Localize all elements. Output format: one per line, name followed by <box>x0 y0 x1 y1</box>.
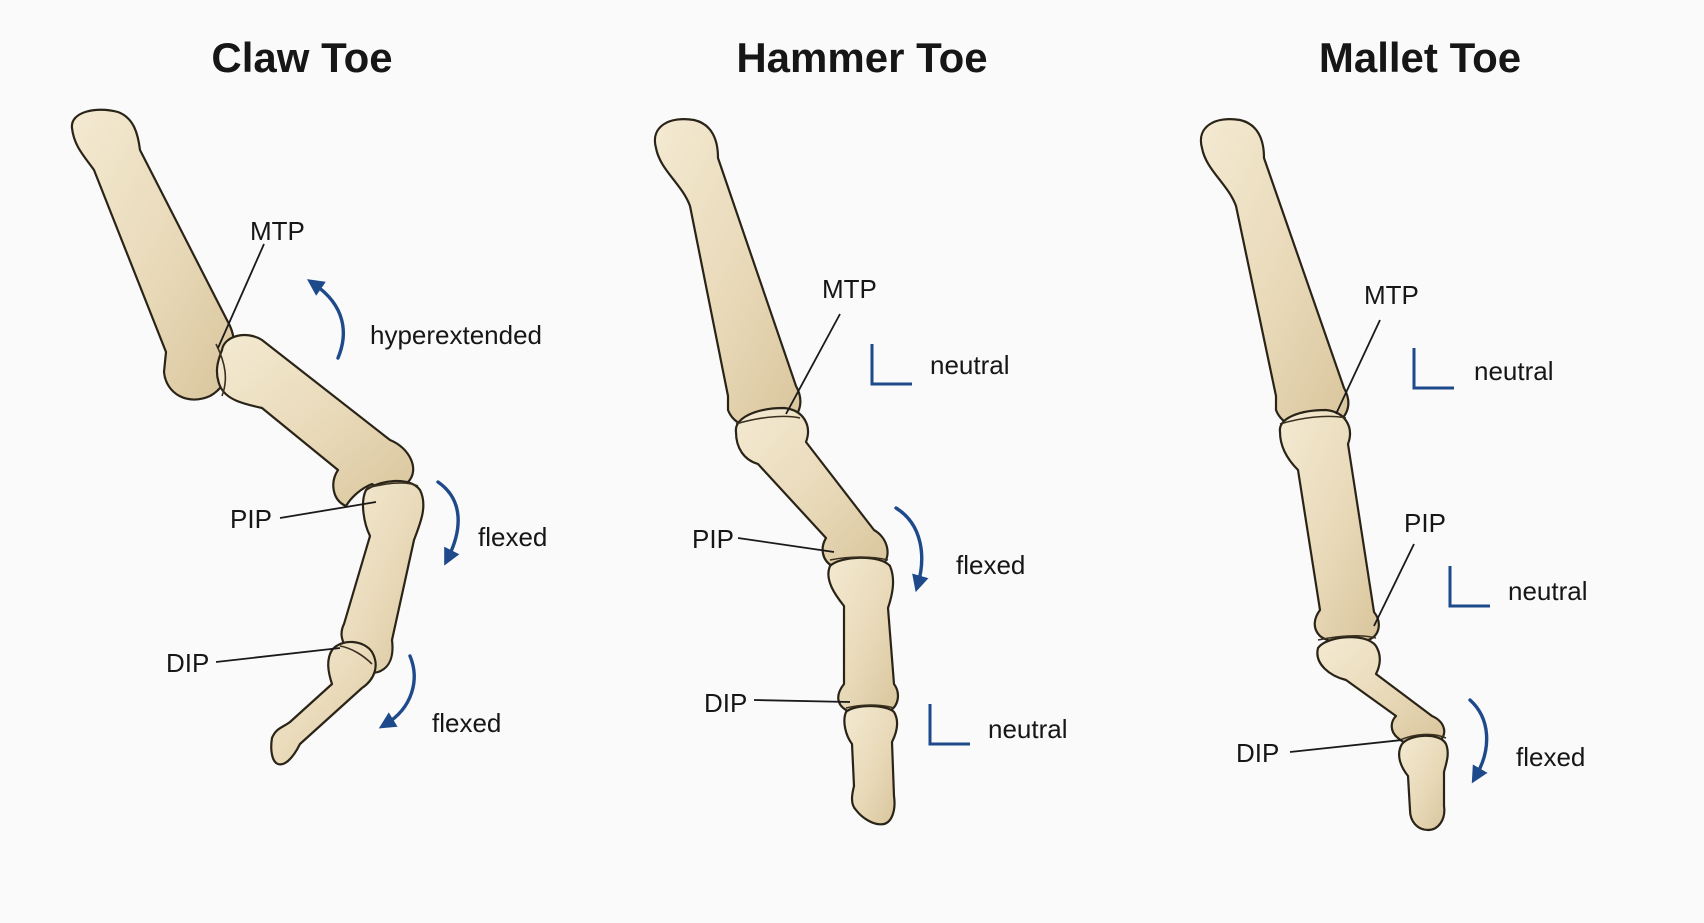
dip-joint-line <box>339 645 373 665</box>
mtp-state-label: neutral <box>930 350 1010 380</box>
mtp-label: MTP <box>822 274 877 304</box>
dip-joint-line <box>845 704 895 709</box>
metatarsal-bone <box>1199 118 1350 431</box>
pip-neutral-angle-icon <box>1448 566 1490 608</box>
dip-state-label: neutral <box>988 714 1068 744</box>
dip-joint-line <box>1399 733 1447 741</box>
middle-phalanx <box>827 556 900 716</box>
proximal-phalanx <box>1278 408 1380 644</box>
mtp-label: MTP <box>250 216 305 246</box>
pip-label: PIP <box>692 524 734 554</box>
panel-claw-toe: Claw Toe MTP PIP DIP hyperextended flexe… <box>70 34 547 766</box>
mtp-joint-line <box>1279 415 1347 425</box>
mtp-neutral-angle-icon <box>870 344 912 386</box>
mtp-leader-line <box>217 243 265 349</box>
mtp-leader-line <box>785 313 841 415</box>
pip-leader-line <box>1373 543 1415 627</box>
panel-mallet-toe: Mallet Toe MTP PIP DIP neutral neutral f… <box>1199 34 1588 832</box>
mtp-neutral-angle-icon <box>1412 348 1454 390</box>
dip-flexion-arrow <box>1468 698 1489 784</box>
dip-label: DIP <box>166 648 209 678</box>
pip-flexion-arrow <box>436 480 460 566</box>
mtp-joint-line <box>215 343 227 397</box>
pip-label: PIP <box>1404 508 1446 538</box>
pip-label: PIP <box>230 504 272 534</box>
metatarsal-bone <box>70 108 236 401</box>
dip-leader-line <box>753 699 851 703</box>
distal-phalanx <box>1398 734 1449 832</box>
mtp-state-label: neutral <box>1474 356 1554 386</box>
panel-title: Hammer Toe <box>736 34 987 81</box>
pip-flexion-arrow <box>894 506 929 593</box>
pip-leader-line <box>737 537 835 553</box>
pip-joint-line <box>829 556 889 561</box>
dip-neutral-angle-icon <box>928 704 970 746</box>
mtp-leader-line <box>1335 319 1381 415</box>
proximal-phalanx <box>215 333 415 508</box>
mtp-state-label: hyperextended <box>370 320 542 350</box>
pip-state-label: flexed <box>956 550 1025 580</box>
dip-label: DIP <box>704 688 747 718</box>
metatarsal-bone <box>653 118 802 431</box>
dip-flexion-arrow <box>378 654 416 729</box>
distal-phalanx <box>270 640 377 766</box>
distal-phalanx <box>843 704 899 826</box>
mtp-label: MTP <box>1364 280 1419 310</box>
mtp-joint-line <box>735 415 801 425</box>
dip-state-label: flexed <box>432 708 501 738</box>
middle-phalanx <box>1316 636 1446 747</box>
pip-joint-line <box>1317 635 1377 641</box>
dip-leader-line <box>1289 739 1403 753</box>
pip-joint-line <box>365 482 419 489</box>
panel-hammer-toe: Hammer Toe MTP PIP DIP neutral flexed ne… <box>653 34 1068 826</box>
mtp-hyperextension-arrow <box>306 279 345 360</box>
middle-phalanx <box>340 479 425 674</box>
pip-state-label: flexed <box>478 522 547 552</box>
panel-title: Claw Toe <box>211 34 392 81</box>
proximal-phalanx <box>734 406 889 574</box>
dip-state-label: flexed <box>1516 742 1585 772</box>
pip-state-label: neutral <box>1508 576 1588 606</box>
dip-label: DIP <box>1236 738 1279 768</box>
dip-leader-line <box>215 647 341 663</box>
panel-title: Mallet Toe <box>1319 34 1521 81</box>
pip-leader-line <box>279 501 377 519</box>
